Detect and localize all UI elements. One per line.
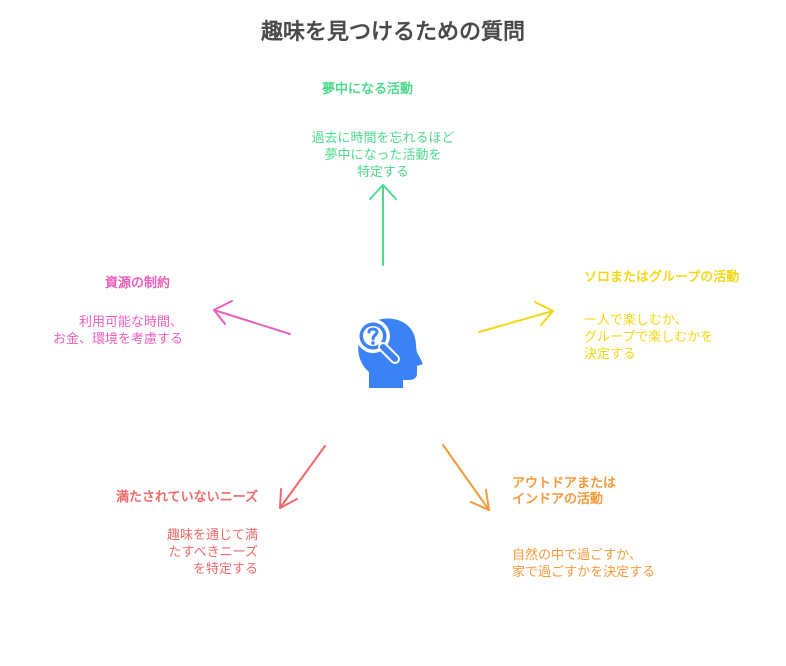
node-title-outdoor-or-indoor: アウトドアまたは インドアの活動: [512, 476, 616, 508]
node-desc-resource-constraints: 利用可能な時間、 お金、環境を考慮する: [20, 314, 183, 348]
desc-line: 趣味を通じて満: [166, 528, 258, 543]
desc-line: 一人で楽しむか、: [584, 313, 688, 328]
title-line: アウトドアまたは: [512, 476, 617, 491]
desc-line: 自然の中で過ごすか、: [512, 548, 642, 563]
desc-line: お金、環境を考慮する: [52, 332, 183, 347]
arrow-left: [213, 300, 291, 335]
arrow-top: [369, 184, 397, 266]
desc-line: 過去に時間を忘れるほど: [311, 131, 455, 146]
node-title-solo-or-group: ソロまたはグループの活動: [584, 270, 740, 285]
desc-line: 家で過ごすかを決定する: [512, 565, 656, 580]
node-desc-solo-or-group: 一人で楽しむか、 グループで楽しむかを 決定する: [584, 312, 713, 363]
desc-line: 利用可能な時間、: [78, 315, 183, 330]
desc-line: 特定する: [356, 165, 409, 180]
node-title-unmet-needs: 満たされていないニーズ: [116, 490, 258, 505]
desc-line: 夢中になった活動を: [324, 148, 442, 163]
desc-line: グループで楽しむかを: [584, 330, 714, 345]
node-title-absorbing-activity: 夢中になる活動: [322, 82, 414, 97]
title-line: インドアの活動: [512, 492, 604, 507]
head-question-magnifier-icon: [356, 318, 423, 388]
arrow-bottom-left: [279, 445, 326, 509]
node-title-resource-constraints: 資源の制約: [105, 276, 171, 291]
arrow-bottom-right: [442, 444, 490, 511]
arrow-right: [478, 301, 554, 333]
node-desc-outdoor-or-indoor: 自然の中で過ごすか、 家で過ごすかを決定する: [512, 547, 655, 581]
node-desc-unmet-needs: 趣味を通じて満 たすべきニーズ を特定する: [100, 527, 258, 578]
desc-line: を特定する: [192, 562, 258, 577]
node-desc-absorbing-activity: 過去に時間を忘れるほど 夢中になった活動を 特定する: [283, 130, 483, 181]
diagram-title: 趣味を見つけるための質問: [260, 20, 525, 45]
desc-line: 決定する: [584, 347, 637, 362]
desc-line: たすべきニーズ: [168, 545, 258, 560]
